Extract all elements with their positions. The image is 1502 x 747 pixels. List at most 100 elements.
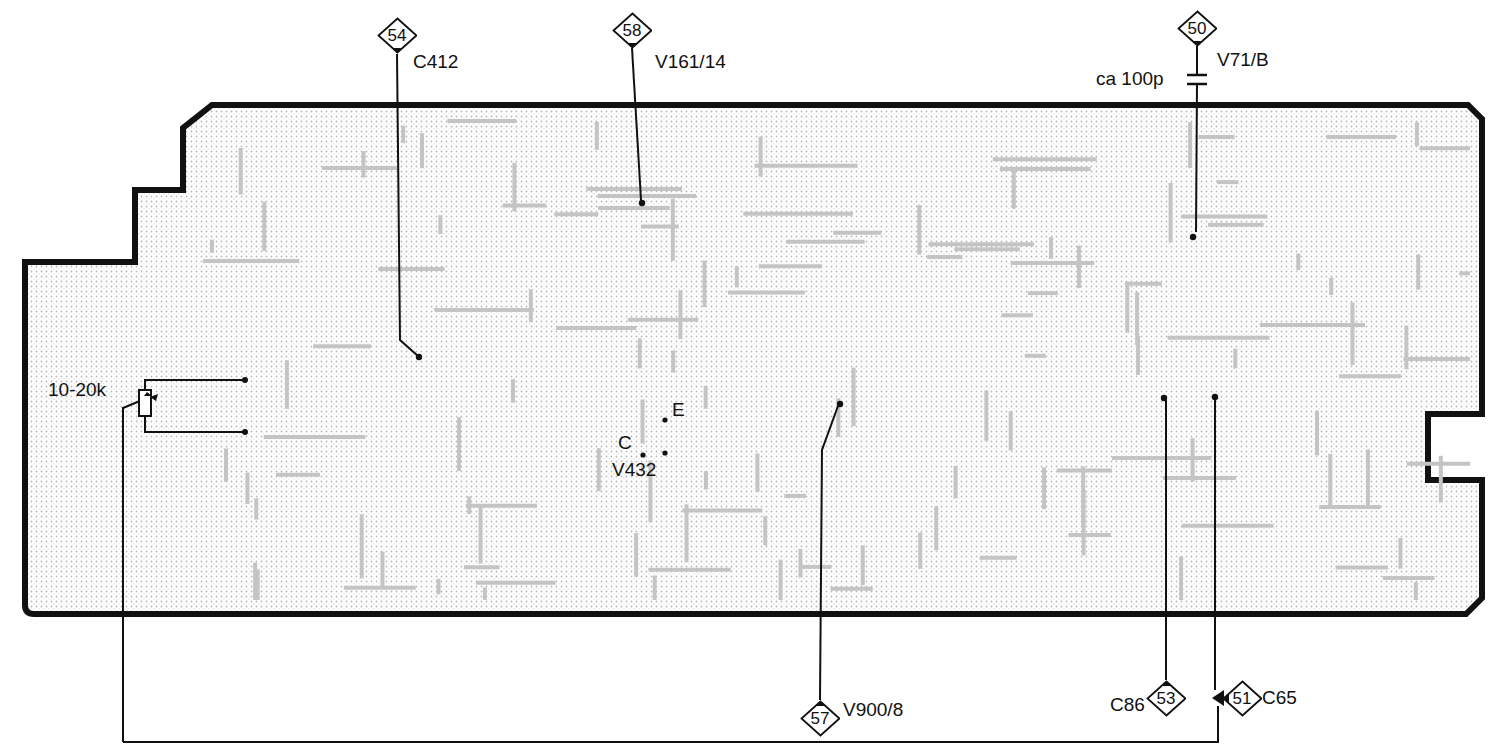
copper-trace <box>1350 302 1354 365</box>
copper-trace <box>313 344 371 348</box>
copper-trace <box>1336 565 1388 569</box>
copper-trace <box>420 133 424 168</box>
copper-trace <box>203 259 299 263</box>
copper-trace <box>1319 505 1381 509</box>
copper-trace <box>800 565 831 569</box>
copper-trace <box>457 417 461 471</box>
copper-trace <box>728 291 805 295</box>
copper-trace <box>1191 438 1195 481</box>
copper-trace <box>464 565 499 569</box>
copper-trace <box>1000 167 1091 171</box>
copper-trace <box>360 514 364 578</box>
part-label: C412 <box>413 52 458 71</box>
copper-trace <box>1135 292 1139 345</box>
copper-trace <box>1459 271 1470 275</box>
value-label: 10-20k <box>48 380 106 399</box>
callout-diamond: 54 <box>377 17 418 54</box>
pin-label: V161/14 <box>655 52 726 71</box>
copper-trace <box>831 587 873 591</box>
copper-trace <box>682 509 762 513</box>
copper-trace <box>685 504 689 562</box>
copper-trace <box>743 212 852 216</box>
copper-trace <box>1404 326 1408 369</box>
copper-trace <box>704 386 708 409</box>
copper-trace <box>476 581 556 585</box>
copper-trace <box>438 215 442 234</box>
copper-trace <box>479 507 483 564</box>
copper-trace <box>1199 135 1235 139</box>
copper-trace <box>861 545 865 585</box>
copper-trace <box>586 187 682 191</box>
copper-trace <box>702 261 706 307</box>
copper-trace <box>1049 237 1053 259</box>
potentiometer-symbol <box>139 390 158 416</box>
copper-trace <box>638 338 642 368</box>
copper-trace <box>653 576 657 600</box>
copper-trace <box>1188 122 1192 168</box>
copper-trace <box>1125 284 1129 333</box>
copper-trace <box>1125 282 1162 286</box>
copper-trace <box>1112 456 1211 460</box>
callout-number: 54 <box>388 27 407 44</box>
copper-trace <box>378 267 444 271</box>
copper-trace <box>1169 183 1173 243</box>
copper-trace <box>1077 246 1081 288</box>
copper-trace <box>554 212 598 216</box>
copper-trace <box>1181 214 1267 218</box>
callout-number: 57 <box>811 710 830 727</box>
copper-trace <box>503 203 547 207</box>
copper-trace <box>262 202 266 251</box>
copper-trace <box>1414 582 1418 600</box>
copper-trace <box>852 368 856 426</box>
copper-trace <box>245 473 249 505</box>
copper-trace <box>322 166 397 170</box>
pin-label: V71/B <box>1217 50 1269 69</box>
copper-trace <box>755 454 759 492</box>
copper-trace <box>628 318 698 322</box>
copper-trace <box>1328 454 1332 505</box>
copper-trace <box>1042 467 1046 509</box>
copper-trace <box>597 448 601 491</box>
test-points <box>242 200 1218 458</box>
callout-number: 51 <box>1233 690 1252 707</box>
part-label: C86 <box>1110 695 1145 714</box>
copper-trace <box>1009 411 1013 450</box>
copper-trace <box>344 586 416 590</box>
copper-trace <box>466 504 537 508</box>
copper-trace <box>210 240 214 253</box>
board-outline <box>25 105 1482 614</box>
copper-trace <box>1420 146 1470 150</box>
copper-trace <box>1217 180 1238 184</box>
copper-trace <box>1326 135 1396 139</box>
copper-trace <box>1296 253 1300 270</box>
copper-trace <box>285 360 289 409</box>
copper-trace <box>447 119 516 123</box>
callout-number: 50 <box>1188 20 1207 37</box>
copper-trace <box>980 556 1017 560</box>
copper-trace <box>1383 576 1435 580</box>
copper-trace <box>671 350 675 372</box>
copper-trace <box>929 242 1034 246</box>
copper-trace <box>1407 462 1470 466</box>
copper-trace <box>917 205 921 255</box>
copper-trace <box>759 264 822 268</box>
copper-trace <box>529 289 533 322</box>
copper-trace <box>918 533 922 569</box>
capacitor-symbol <box>1187 75 1207 84</box>
copper-trace <box>1025 354 1046 358</box>
copper-trace <box>224 448 228 481</box>
copper-trace <box>253 563 257 600</box>
copper-trace <box>1439 456 1443 503</box>
copper-trace <box>735 266 739 287</box>
copper-trace <box>436 579 440 594</box>
copper-trace <box>1415 122 1419 146</box>
copper-trace <box>1339 374 1401 378</box>
pin-label: V900/8 <box>843 700 903 719</box>
copper-trace <box>786 240 864 244</box>
copper-trace <box>641 399 645 443</box>
copper-trace <box>649 568 731 572</box>
copper-trace <box>678 290 682 339</box>
copper-trace <box>256 569 260 600</box>
copper-trace <box>1011 261 1095 265</box>
